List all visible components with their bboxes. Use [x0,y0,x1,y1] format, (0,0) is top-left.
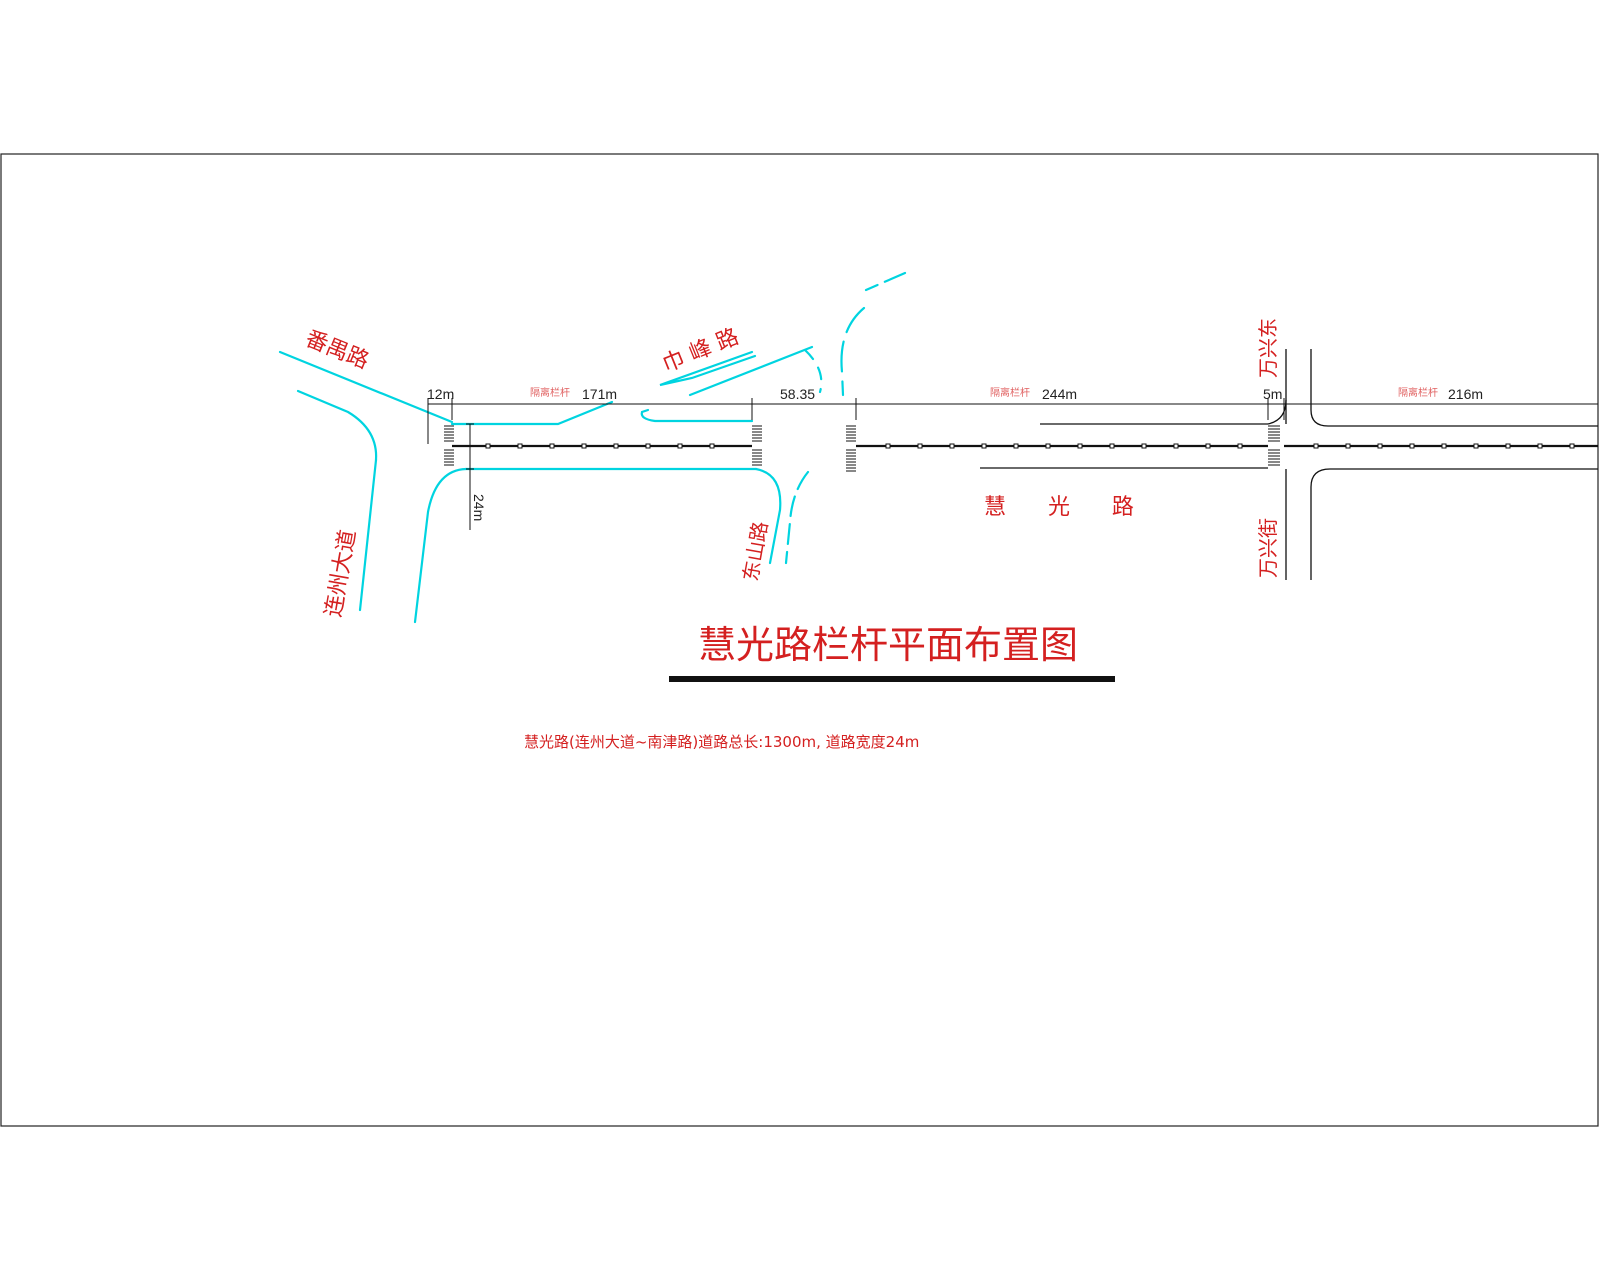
rail-post [885,443,891,449]
drawing-frame [0,153,1599,1127]
dim-244m: 244m [1042,386,1077,402]
rail-post [1377,443,1383,449]
rail-note-3: 隔离栏杆 [1398,386,1438,399]
rail-post [1237,443,1243,449]
jinfeng-slip-road [640,408,754,423]
dongshan-curve-mid [803,348,823,394]
rail-post [581,443,587,449]
rail-note-2: 隔离栏杆 [990,386,1030,399]
jinfeng-road-north-edge [688,345,814,397]
dim-171m: 171m [582,386,617,402]
rail-post [709,443,715,449]
rail-post [1505,443,1511,449]
dim-road-width: 24m [471,494,487,521]
panyu-lianzhou-curve [296,389,378,462]
lianzhou-avenue-edge-left [358,458,378,612]
rail-post [1409,443,1415,449]
label-wanxingjie: 万兴街 [1256,518,1280,578]
dim-58-35: 58.35 [780,386,815,402]
title-underline [669,676,1115,682]
label-wanxingdong: 万兴东 [1256,318,1280,378]
rail-post [1537,443,1543,449]
rail-post [613,443,619,449]
dongshan-road-east-edge [784,470,810,565]
dongshan-curve-upper [840,306,866,397]
rail-post [1141,443,1147,449]
rail-post [645,443,651,449]
jinfeng-road-south-edge [450,400,614,426]
crosswalk-west [444,425,454,466]
rail-post [1013,443,1019,449]
rail-post [485,443,491,449]
existing-roads [278,271,907,624]
dim-12m: 12m [427,386,454,402]
jinfeng-road-island [659,350,757,387]
rail-post [1173,443,1179,449]
crosswalk-wanxing [1268,425,1280,466]
crosswalk-dongshan-west [752,425,762,466]
rail-post [1077,443,1083,449]
rail-note-1: 隔离栏杆 [530,386,570,399]
rail-post [1109,443,1115,449]
rail-post [981,443,987,449]
huiguang-road-lines [427,349,1598,580]
rail-post [1345,443,1351,449]
rail-post [1045,443,1051,449]
rail-post [1441,443,1447,449]
dongshan-bend-upper [864,271,907,292]
rail-post [677,443,683,449]
drawing-title: 慧光路栏杆平面布置图 [698,623,1078,667]
dim-5m: 5m [1263,386,1282,402]
rail-post [917,443,923,449]
dongshan-road-west-edge [754,467,782,565]
rail-post [549,443,555,449]
label-dongshan-road: 东山路 [738,520,772,583]
rail-post [949,443,955,449]
wanxing-ne-corner [1310,349,1598,427]
rail-post [1205,443,1211,449]
wanxing-se-corner [1310,468,1598,580]
label-huiguang-road: 慧 光 路 [984,495,1134,520]
wanxing-nw-curve [1267,399,1287,425]
rail-post [1473,443,1479,449]
rail-post [517,443,523,449]
panyu-road-edge-upper [278,350,454,424]
dim-216m: 216m [1448,386,1483,402]
label-lianzhou-avenue: 连州大道 [321,528,361,619]
rail-post [1569,443,1575,449]
label-panyu-road: 番禺路 [302,326,373,374]
drawing-note: 慧光路(连州大道~南津路)道路总长:1300m, 道路宽度24m [524,733,919,751]
lianzhou-avenue-edge-right [413,467,468,624]
crosswalk-dongshan-east [846,425,856,472]
rail-posts [485,443,1575,449]
rail-post [1313,443,1319,449]
